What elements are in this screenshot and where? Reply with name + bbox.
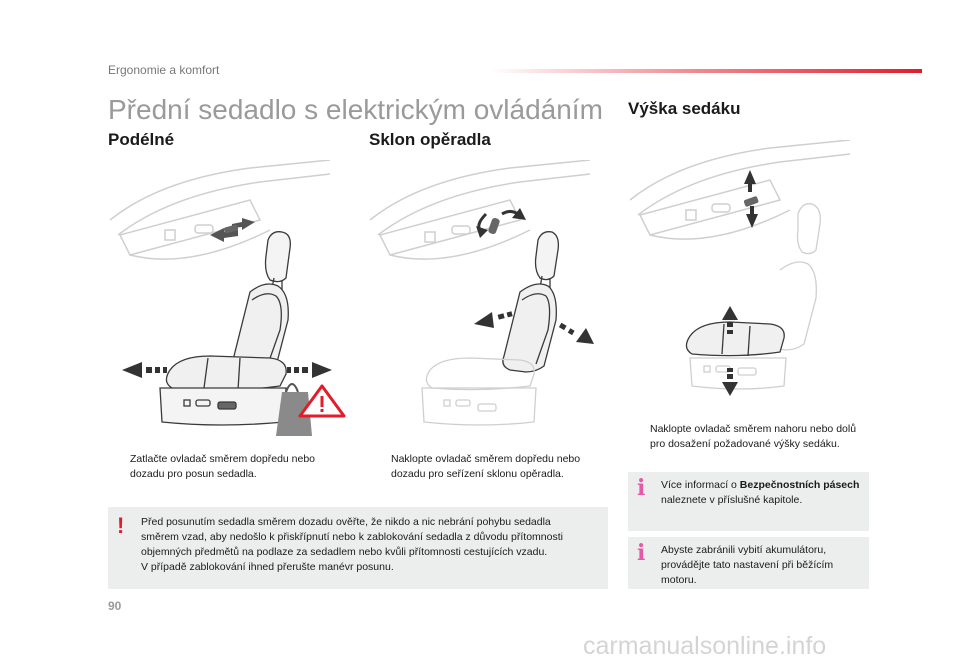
seat-backrest-illustration (360, 160, 610, 440)
instruction-longitudinal-text: Zatlačte ovladač směrem dopředu nebo doz… (130, 452, 348, 482)
info-chapter-reference: Bezpečnostních pásech (740, 479, 860, 491)
seat-longitudinal-illustration (100, 160, 360, 440)
info-prefix: Více informací o (661, 479, 740, 491)
instruction-height: Naklopte ovladač směrem nahoru nebo dolů… (628, 422, 858, 452)
section-label: Ergonomie a komfort (108, 63, 219, 77)
warning-text: Před posunutím sedadla směrem dozadu ově… (141, 515, 601, 575)
instruction-backrest-text: Naklopte ovladač směrem dopředu nebo doz… (391, 452, 609, 482)
page-number: 90 (108, 599, 121, 613)
header-rule (490, 69, 922, 73)
info-icon: i (637, 540, 645, 566)
warning-line: V případě zablokování ihned přerušte man… (141, 560, 601, 575)
info-box-battery: i Abyste zabránili vybití akumulátoru, p… (628, 537, 869, 589)
info-suffix: naleznete v příslušné kapitole. (661, 494, 802, 506)
seat-height-illustration (620, 140, 870, 400)
heading-backrest: Sklon opěradla (369, 130, 491, 150)
exclamation-icon: ! (117, 513, 124, 539)
instruction-height-text: Naklopte ovladač směrem nahoru nebo dolů… (650, 422, 858, 452)
warning-line: Před posunutím sedadla směrem dozadu ově… (141, 515, 601, 530)
watermark: carmanualsonline.info (583, 632, 826, 661)
heading-longitudinal: Podélné (108, 130, 174, 150)
page-title: Přední sedadlo s elektrickým ovládáním (108, 94, 603, 126)
info-icon: i (637, 475, 645, 501)
info-box-seatbelts: i Více informací o Bezpečnostních pásech… (628, 472, 869, 531)
warning-box: ! Před posunutím sedadla směrem dozadu o… (108, 507, 608, 589)
heading-height: Výška sedáku (628, 99, 740, 119)
instruction-backrest: Naklopte ovladač směrem dopředu nebo doz… (369, 452, 609, 482)
info-text-battery: Abyste zabránili vybití akumulátoru, pro… (661, 543, 861, 588)
info-text-seatbelts: Více informací o Bezpečnostních pásech n… (661, 478, 861, 508)
warning-line: směrem vzad, aby nedošlo k přiskřípnutí … (141, 530, 601, 545)
instruction-longitudinal: Zatlačte ovladač směrem dopředu nebo doz… (108, 452, 348, 482)
warning-line: objemných předmětů na podlaze za sedadle… (141, 545, 601, 560)
